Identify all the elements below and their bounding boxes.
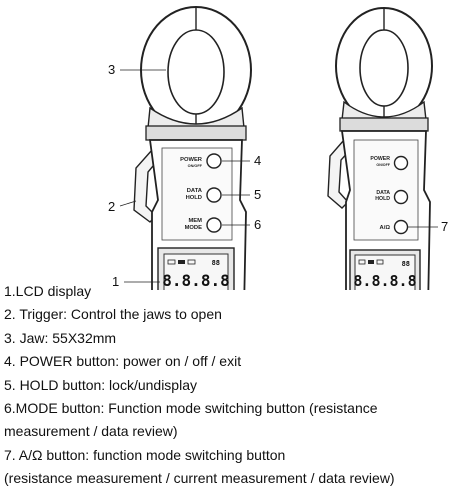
right-jaw-opening — [359, 29, 409, 107]
legend-line: 3. Jaw: 55X32mm — [4, 329, 117, 346]
left-callouts: 3 2 4 5 6 1 — [108, 62, 261, 289]
right-power-label-2: ON/OFF — [376, 163, 390, 167]
callout-4: 4 — [254, 153, 261, 168]
legend: 1.LCD display 2. Trigger: Control the ja… — [4, 280, 450, 491]
callout-6: 6 — [254, 217, 261, 232]
left-mode-label-2: MODE — [185, 225, 203, 231]
right-hold-label-2: HOLD — [375, 196, 390, 202]
right-hold-button[interactable] — [393, 189, 409, 205]
right-a-ohm-button[interactable] — [393, 219, 409, 235]
right-lcd-small: 88 — [402, 260, 410, 268]
left-mode-label-1: MEM — [188, 218, 202, 224]
legend-line: 6.MODE button: Function mode switching b… — [4, 400, 378, 417]
left-clamp-meter: POWER ON/OFF DATA HOLD MEM MODE 88 8.8.8… — [133, 6, 252, 290]
callout-1: 1 — [112, 274, 119, 289]
right-a-ohm-label: A/Ω — [380, 225, 391, 231]
left-power-label-2: ON/OFF — [188, 164, 203, 168]
left-hold-label-2: HOLD — [186, 195, 202, 201]
legend-line: 2. Trigger: Control the jaws to open — [4, 306, 222, 323]
left-hold-label-1: DATA — [187, 188, 203, 194]
left-jaw-opening — [167, 29, 225, 115]
left-lcd-small: 88 — [212, 259, 220, 267]
legend-line: 7. A/Ω button: function mode switching b… — [4, 446, 286, 463]
right-callouts: 7 — [408, 219, 448, 234]
clamp-meter-diagram: POWER ON/OFF DATA HOLD MEM MODE 88 8.8.8… — [108, 6, 448, 290]
left-lcd-digits: 8.8.8.8 — [162, 271, 229, 290]
right-hold-label-1: DATA — [376, 190, 390, 196]
left-mode-button[interactable] — [206, 217, 222, 233]
legend-line: 1.LCD display — [4, 283, 92, 299]
right-power-button[interactable] — [393, 155, 409, 171]
left-power-button[interactable] — [206, 153, 222, 169]
callout-7: 7 — [441, 219, 448, 234]
callout-3: 3 — [108, 62, 115, 77]
left-power-label-1: POWER — [180, 157, 203, 163]
legend-line: 5. HOLD button: lock/undisplay — [4, 376, 197, 393]
callout-5: 5 — [254, 187, 261, 202]
right-power-label-1: POWER — [370, 156, 390, 162]
left-hold-button[interactable] — [206, 187, 222, 203]
legend-line: 4. POWER button: power on / off / exit — [4, 353, 242, 370]
legend-line: measurement / data review) — [4, 423, 178, 440]
callout-2: 2 — [108, 199, 115, 214]
right-clamp-meter: POWER ON/OFF DATA HOLD A/Ω 88 8.8.8.8 — [327, 7, 433, 290]
right-lcd-digits: 8.8.8.8 — [353, 272, 416, 290]
legend-line: (resistance measurement / current measur… — [4, 470, 395, 487]
